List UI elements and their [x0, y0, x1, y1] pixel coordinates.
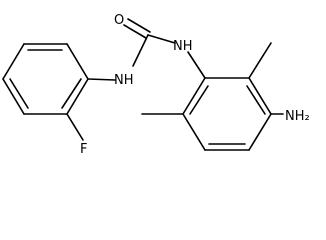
bond-nh-aryl-right [187, 51, 206, 79]
bond-c-nh-right [147, 34, 176, 44]
bond-nh-aryl-left [87, 78, 116, 81]
bond-ring1-inner-2 [9, 78, 29, 109]
bond-ring2-5 [182, 113, 206, 151]
bond-c-f [66, 113, 84, 141]
bond-ring1-4 [2, 78, 25, 115]
bond-ring2-inner-1 [246, 85, 266, 115]
bond-ring1-6 [66, 78, 89, 115]
bond-ring2-6 [182, 77, 206, 115]
atom-label-oxygen: O [114, 13, 124, 28]
bond-carbonyl-1 [123, 24, 147, 39]
atom-label-amine: NH₂ [285, 109, 310, 124]
bonds [2, 18, 284, 151]
bond-ring2-3 [248, 113, 272, 151]
bond-ring2-inner-3 [189, 85, 209, 115]
bond-ring2-2 [248, 77, 272, 115]
bond-ring1-1 [66, 43, 89, 80]
atom-labels: O NH NH F NH₂ [80, 13, 310, 155]
bond-carbonyl-2 [127, 18, 151, 33]
bond-c-nh-left [132, 34, 149, 67]
chemical-structure: O NH NH F NH₂ [2, 13, 310, 155]
bond-ring1-3 [2, 43, 25, 80]
atom-label-nh-right: NH [173, 39, 193, 54]
atom-label-nh-left: NH [114, 73, 134, 88]
bond-methyl-top [248, 42, 272, 79]
atom-label-fluorine: F [80, 142, 87, 155]
bond-ring1-inner-3 [61, 78, 82, 109]
